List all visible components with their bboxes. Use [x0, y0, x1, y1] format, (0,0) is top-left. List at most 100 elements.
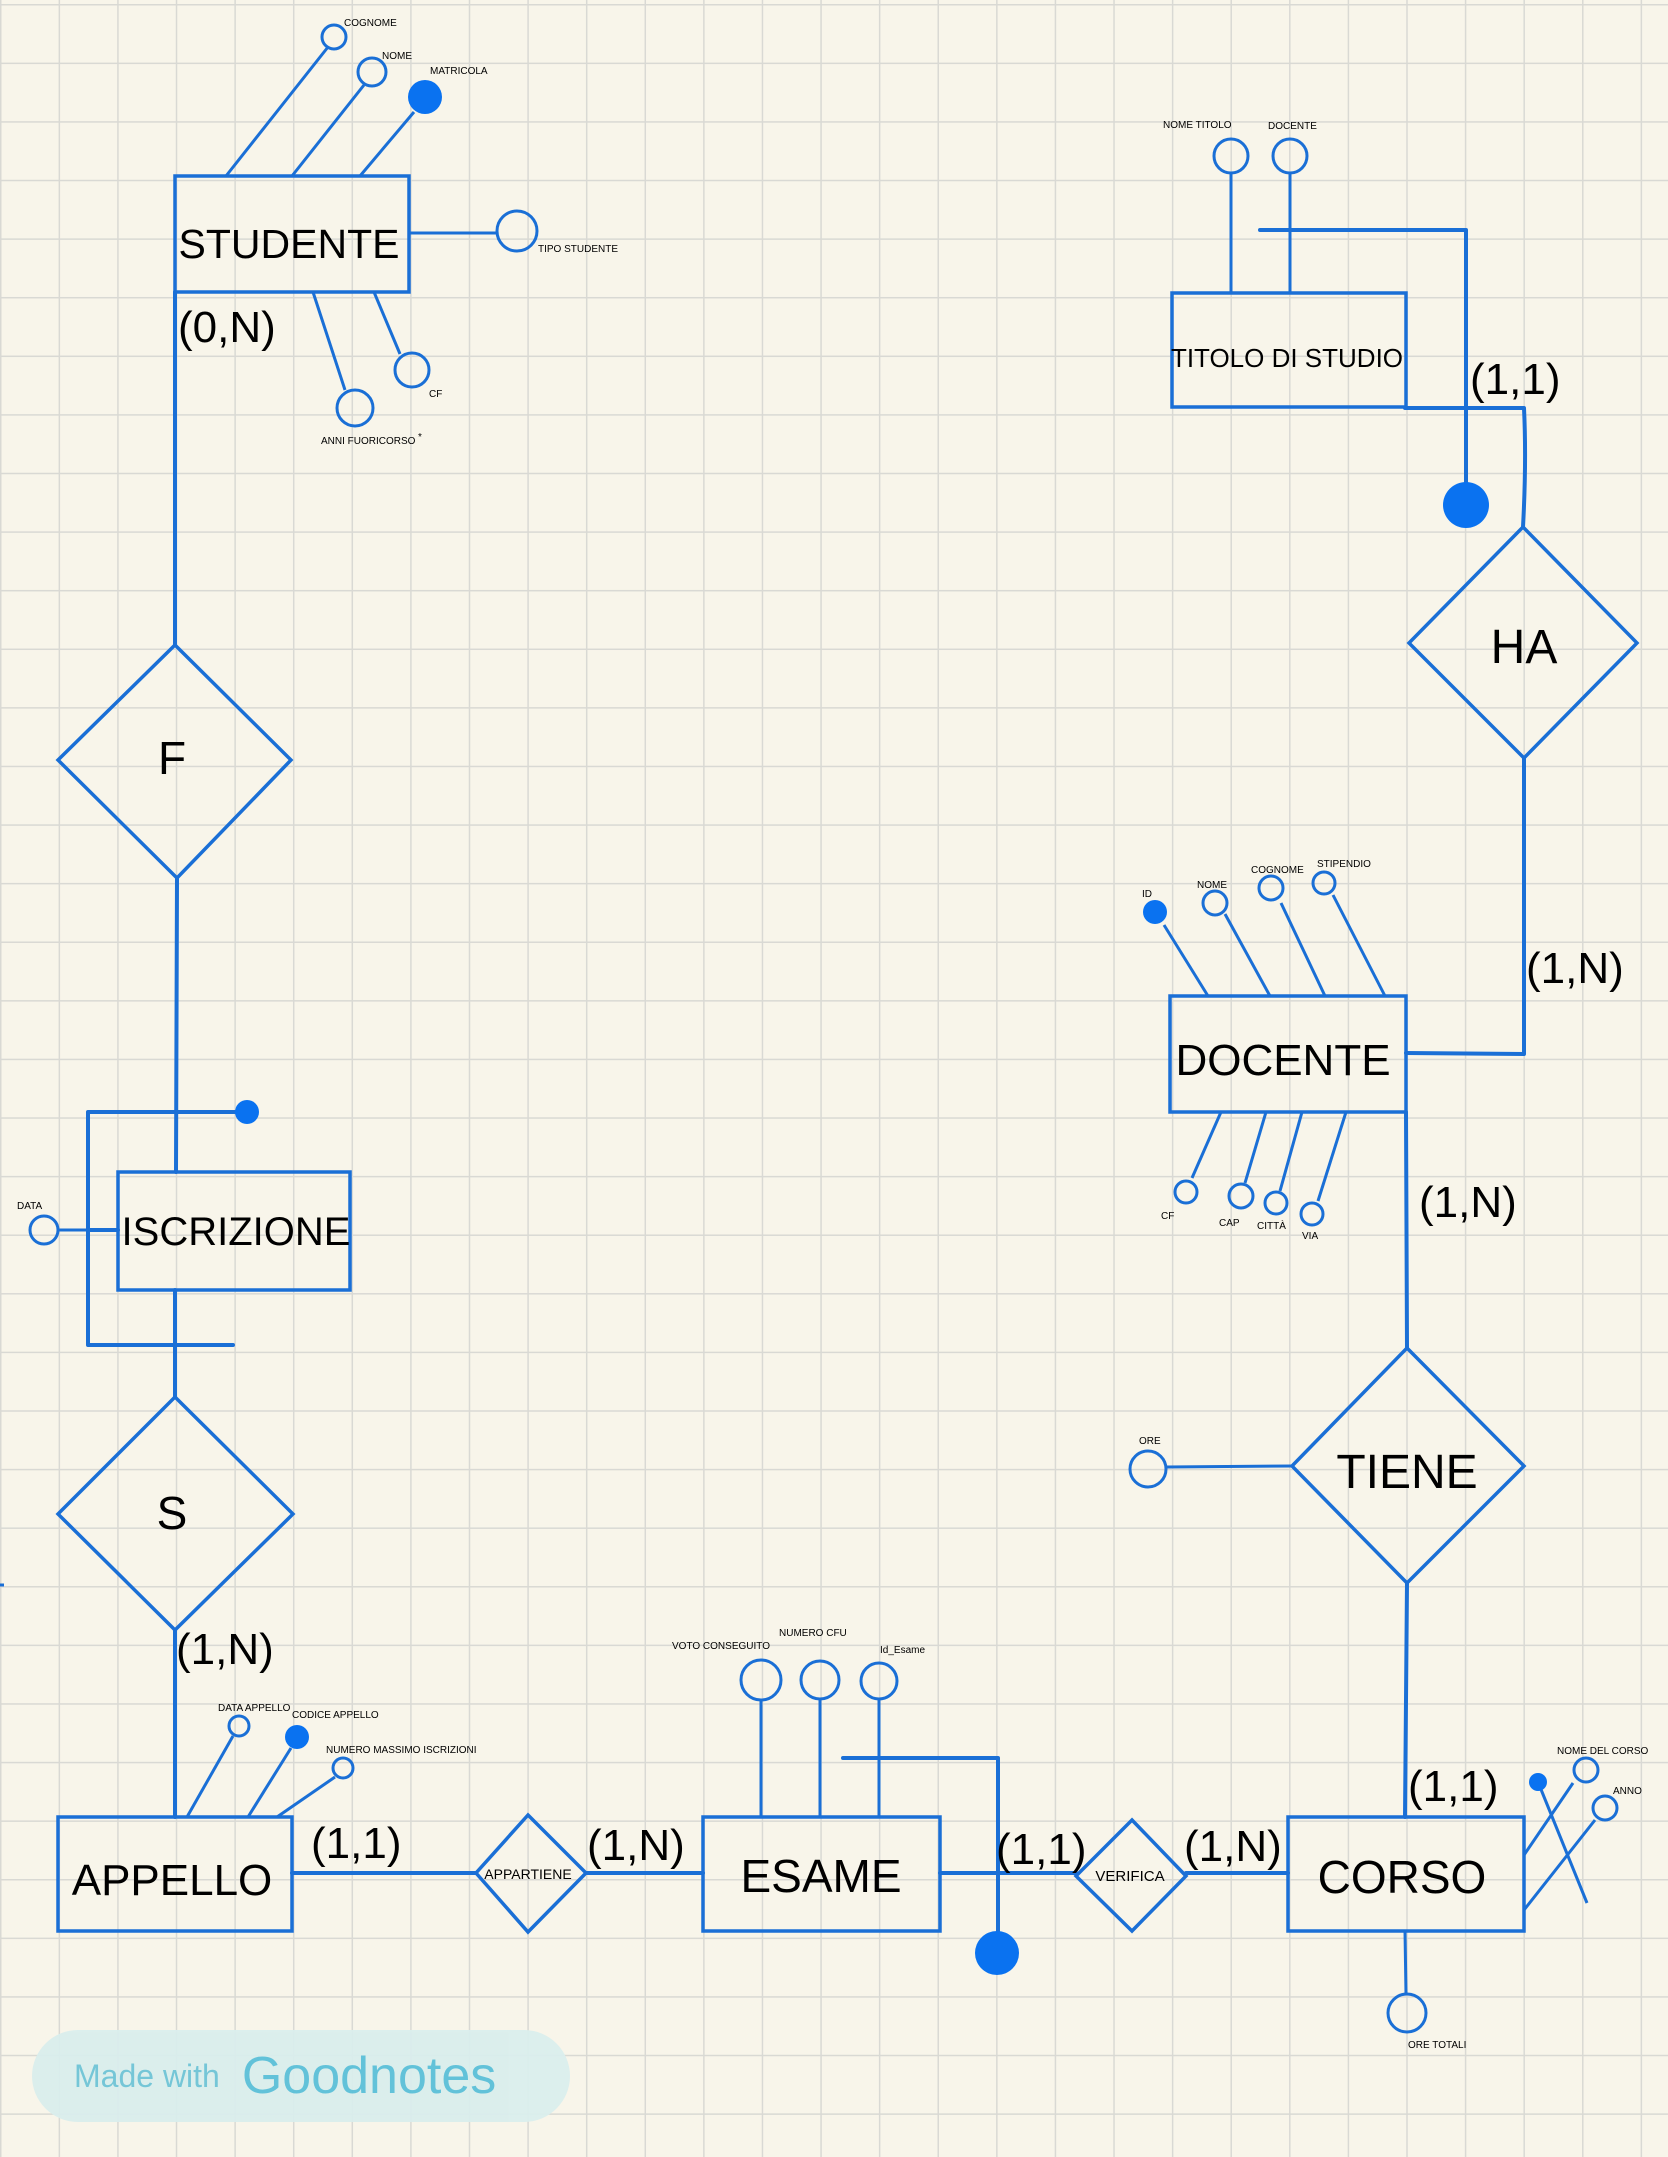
attribute-label: ANNO	[1613, 1786, 1642, 1797]
entity-studente[interactable]: STUDENTE	[173, 174, 411, 294]
relationship-verifica[interactable]: VERIFICA	[1073, 1817, 1189, 1934]
relationship-tiene-label: TIENE	[1336, 1446, 1477, 1499]
cardinality-docente-tiene: (1,N)	[1419, 1178, 1517, 1227]
attribute-label: COGNOME	[1251, 865, 1304, 876]
attribute-docente-nome[interactable]: NOME	[1197, 880, 1272, 997]
attribute-docente-citta[interactable]: CITTÀ	[1257, 1111, 1304, 1232]
key-attribute-dot	[285, 1725, 309, 1749]
attribute-esame-cfu[interactable]: NUMERO CFU	[779, 1628, 847, 1817]
goodnotes-badge: Made with Goodnotes	[32, 2030, 570, 2122]
attribute-studente-cf[interactable]: CF	[372, 291, 442, 400]
attribute-tiene-ore[interactable]: ORE	[1128, 1436, 1293, 1489]
attribute-label: ORE	[1139, 1436, 1161, 1447]
attribute-label: CF	[1161, 1211, 1174, 1222]
attribute-label: ORE TOTALI	[1408, 2040, 1466, 2051]
badge-made-with: Made with	[74, 2057, 220, 2094]
attribute-label: ID	[1142, 889, 1152, 900]
attribute-titolo-docente[interactable]: DOCENTE	[1268, 121, 1317, 293]
relationship-tiene[interactable]: TIENE	[1289, 1345, 1527, 1586]
attribute-titolo-nome[interactable]: NOME TITOLO	[1163, 120, 1250, 293]
attribute-label: COGNOME	[344, 18, 397, 29]
badge-brand: Goodnotes	[241, 2047, 497, 2105]
attribute-label: NOME	[382, 51, 412, 62]
attribute-docente-id[interactable]: ID	[1142, 889, 1210, 997]
relationship-ha[interactable]: HA	[1406, 524, 1640, 761]
attribute-label: STIPENDIO	[1317, 859, 1371, 870]
attribute-label: NOME	[1197, 880, 1227, 891]
entity-iscrizione[interactable]: ISCRIZIONE	[116, 1170, 352, 1292]
cardinality-studente-f: (0,N)	[178, 303, 276, 352]
entity-iscrizione-label: ISCRIZIONE	[122, 1210, 351, 1254]
relationship-f[interactable]: F	[55, 642, 294, 881]
relationship-appartiene[interactable]: APPARTIENE	[473, 1812, 589, 1935]
entity-titolo-label: TITOLO DI STUDIO	[1171, 343, 1403, 373]
key-attribute-dot	[1143, 900, 1167, 924]
attribute-studente-nome[interactable]: NOME	[290, 51, 412, 177]
attribute-label: MATRICOLA	[430, 66, 488, 77]
attribute-docente-cap[interactable]: CAP	[1219, 1111, 1268, 1229]
attribute-label: CITTÀ	[1257, 1219, 1286, 1232]
attribute-label: NUMERO MASSIMO ISCRIZIONI	[326, 1745, 477, 1756]
relationship-s-label: S	[157, 1487, 188, 1539]
attribute-esame-id[interactable]: Id_Esame	[859, 1645, 925, 1817]
entity-appello-label: APPELLO	[72, 1856, 273, 1905]
iscrizione-identifier-dot	[235, 1100, 259, 1124]
attribute-docente-stipendio[interactable]: STIPENDIO	[1311, 859, 1387, 997]
entity-esame[interactable]: ESAME	[701, 1815, 942, 1933]
entity-corso[interactable]: CORSO	[1286, 1815, 1526, 1933]
entity-corso-label: CORSO	[1318, 1851, 1487, 1903]
cardinality-s-appello: (1,N)	[176, 1625, 274, 1674]
cardinality-appartiene-esame: (1,N)	[587, 1821, 685, 1870]
relationship-appartiene-label: APPARTIENE	[484, 1866, 571, 1882]
entity-titolo-di-studio[interactable]: TITOLO DI STUDIO	[1170, 291, 1408, 409]
cardinality-appello-appartiene: (1,1)	[311, 1819, 401, 1868]
attribute-label: NUMERO CFU	[779, 1628, 847, 1639]
attribute-docente-cognome[interactable]: COGNOME	[1251, 865, 1327, 997]
attribute-corso-ore-totali[interactable]: ORE TOTALI	[1386, 1930, 1466, 2051]
attribute-corso-nome[interactable]: NOME DEL CORSO	[1522, 1746, 1649, 1856]
relationship-f-label: F	[158, 732, 186, 784]
esame-identifier-dot	[975, 1931, 1019, 1975]
attribute-iscrizione-data[interactable]: DATA	[17, 1201, 88, 1246]
cardinality-corso-tiene: (1,1)	[1408, 1762, 1498, 1811]
attribute-label: CODICE APPELLO	[292, 1710, 379, 1721]
entity-studente-label: STUDENTE	[179, 221, 400, 267]
attribute-appello-data[interactable]: DATA APPELLO	[185, 1703, 291, 1818]
attribute-corso-anno[interactable]: ANNO	[1522, 1786, 1642, 1911]
attribute-appello-numero[interactable]: NUMERO MASSIMO ISCRIZIONI	[276, 1745, 477, 1819]
entity-docente-label: DOCENTE	[1175, 1036, 1390, 1085]
entity-appello[interactable]: APPELLO	[56, 1815, 294, 1933]
attribute-docente-cf[interactable]: CF	[1161, 1111, 1223, 1222]
attribute-studente-anni-fuoricorso[interactable]: ANNI FUORICORSO *	[311, 291, 422, 447]
attribute-label: DOCENTE	[1268, 121, 1317, 132]
attribute-label: DATA	[17, 1201, 43, 1212]
cardinality-verifica-corso: (1,N)	[1184, 1822, 1282, 1871]
cardinality-esame-verifica: (1,1)	[996, 1825, 1086, 1874]
entity-docente[interactable]: DOCENTE	[1168, 994, 1408, 1114]
relationship-s[interactable]: S	[55, 1394, 296, 1633]
attribute-label: NOME TITOLO	[1163, 120, 1232, 131]
attribute-appello-codice[interactable]: CODICE APPELLO	[246, 1710, 379, 1818]
relationship-verifica-label: VERIFICA	[1095, 1868, 1164, 1885]
attribute-studente-cognome[interactable]: COGNOME	[224, 18, 397, 177]
attribute-label: TIPO STUDENTE	[538, 244, 618, 255]
corso-composite-identifier	[1529, 1773, 1589, 1904]
cardinality-titolo-ha: (1,1)	[1470, 355, 1560, 404]
attribute-studente-matricola[interactable]: MATRICOLA	[358, 66, 488, 177]
titolo-identifier-dot	[1443, 482, 1489, 528]
attribute-mark: *	[418, 432, 422, 443]
attribute-label: DATA APPELLO	[218, 1703, 291, 1714]
cardinalities: (0,N) (1,1) (1,N) (1,N) (1,N) (1,1) (1,N…	[176, 303, 1624, 1874]
attribute-label: NOME DEL CORSO	[1557, 1746, 1649, 1757]
cardinality-docente-ha: (1,N)	[1526, 944, 1624, 993]
attribute-esame-voto[interactable]: VOTO CONSEGUITO	[672, 1641, 783, 1817]
attribute-label: VIA	[1302, 1231, 1318, 1242]
attribute-label: CAP	[1219, 1218, 1240, 1229]
attribute-studente-tipo[interactable]: TIPO STUDENTE	[409, 209, 618, 255]
key-attribute-dot	[408, 80, 442, 114]
attribute-docente-via[interactable]: VIA	[1299, 1111, 1348, 1242]
attribute-label: CF	[429, 389, 442, 400]
attribute-label: ANNI FUORICORSO	[321, 436, 416, 447]
attribute-label: Id_Esame	[880, 1645, 925, 1656]
